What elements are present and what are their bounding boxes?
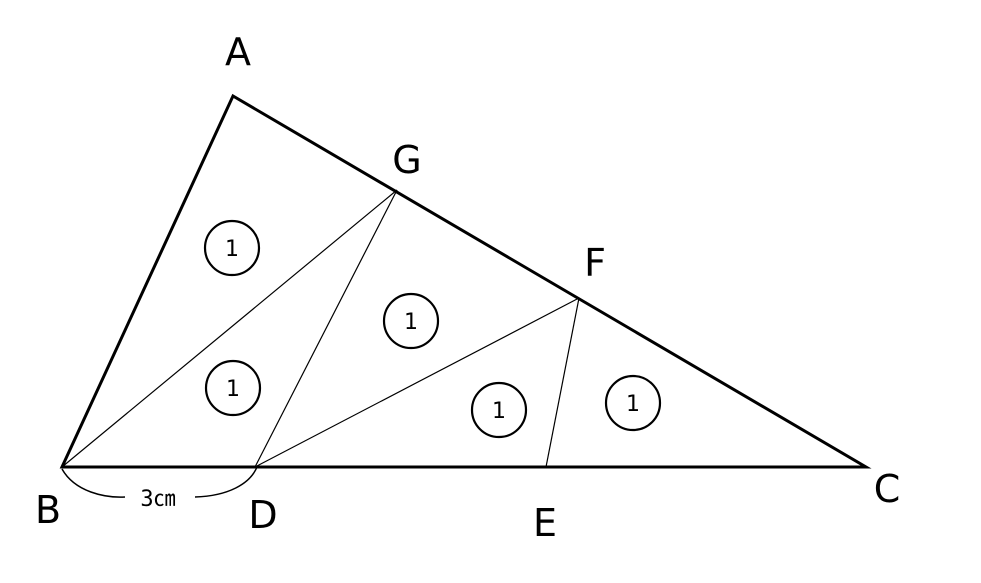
region-bdg-label: 1 (204, 359, 262, 417)
segment-ef (545, 297, 580, 468)
region-efc-label: 1 (604, 374, 662, 432)
vertex-label-c: C (874, 467, 901, 511)
region-def-label: 1 (470, 381, 528, 439)
area-value: 1 (225, 237, 239, 262)
area-value: 1 (492, 399, 506, 424)
area-value: 1 (626, 392, 640, 417)
area-circle (470, 381, 528, 439)
vertex-label-a: A (225, 30, 251, 74)
segment-bd-brace-right (194, 466, 258, 498)
area-circle (203, 219, 261, 277)
region-abg-label: 1 (203, 219, 261, 277)
area-value: 1 (226, 377, 240, 402)
segment-dg (254, 189, 398, 468)
vertex-label-e: E (533, 501, 557, 545)
segment-bd-brace (61, 468, 126, 498)
segment-bd-length-label: 3㎝ (140, 487, 175, 512)
vertex-label-b: B (35, 488, 61, 532)
area-value: 1 (404, 310, 418, 335)
vertex-label-d: D (248, 493, 277, 537)
vertex-label-f: F (584, 241, 606, 285)
segment-df (254, 297, 580, 468)
segment-bg (61, 189, 398, 468)
area-circle (382, 292, 440, 350)
area-circle (604, 374, 662, 432)
triangle-abc (59, 93, 872, 469)
vertex-label-g: G (392, 138, 421, 182)
area-circle (204, 359, 262, 417)
region-dfg-label: 1 (382, 292, 440, 350)
